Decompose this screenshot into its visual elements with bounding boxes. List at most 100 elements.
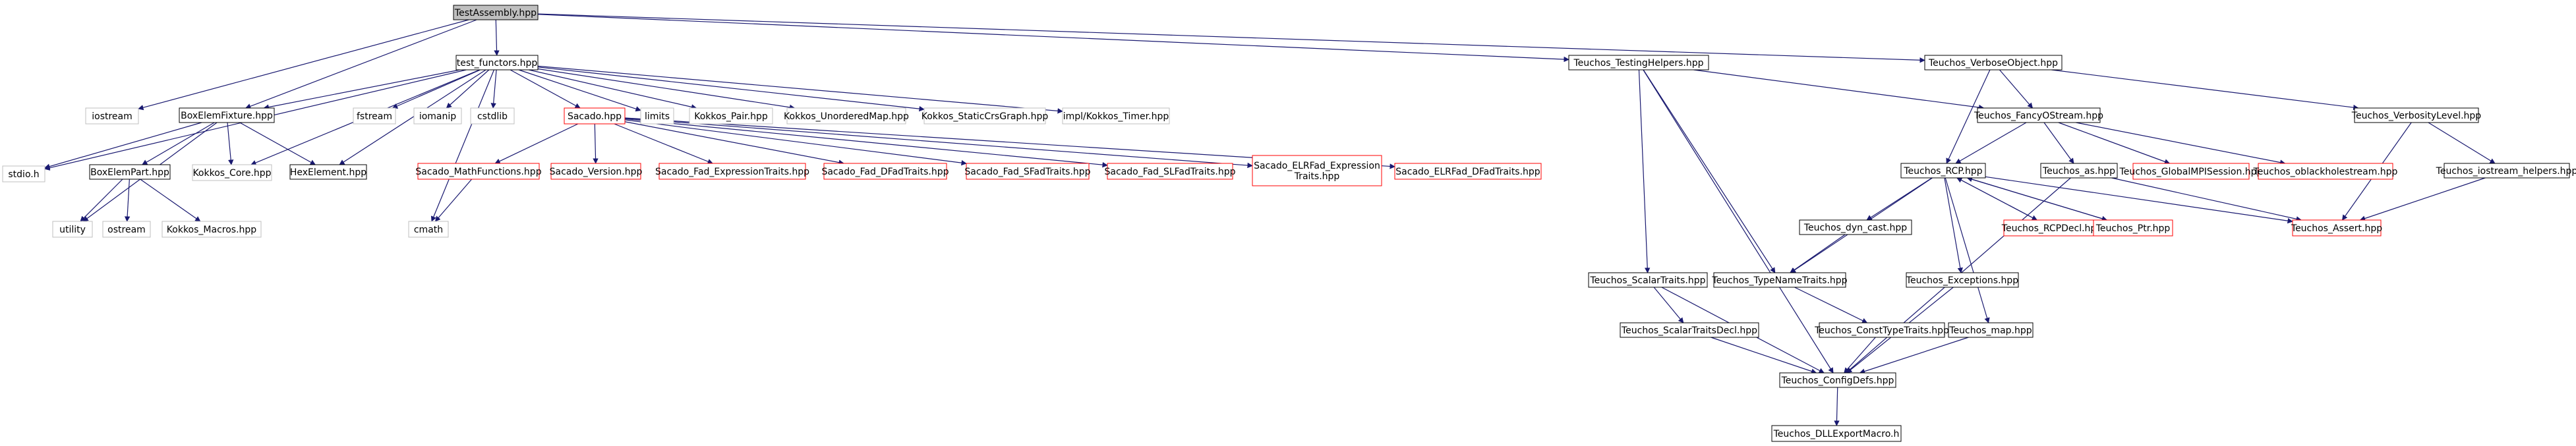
dependency-edge (1834, 387, 1840, 426)
node-n21[interactable]: Sacado_Fad_SLFadTraits.hpp (1105, 163, 1236, 180)
dependency-edge (624, 118, 1108, 168)
node-label: BoxElemFixture.hpp (181, 111, 273, 121)
dependency-edge (1946, 69, 1991, 164)
dependency-edge (124, 179, 131, 222)
node-label: Sacado_Fad_SLFadTraits.hpp (1105, 167, 1236, 177)
node-box (550, 163, 641, 180)
node-n18[interactable]: Sacado_Fad_ExpressionTraits.hpp (655, 163, 809, 180)
node-box (1779, 372, 1896, 388)
node-n41[interactable]: Teuchos_RCPDecl.hpp (2001, 219, 2103, 237)
node-box (1568, 55, 1709, 70)
node-n20[interactable]: Sacado_Fad_SFadTraits.hpp (964, 163, 1091, 180)
node-label: Teuchos_oblackholestream.hpp (2253, 167, 2398, 177)
nodes-layer: TestAssembly.hppiostreamtest_functors.hp… (2, 5, 2576, 442)
node-label: Teuchos_TypeNameTraits.hpp (1711, 275, 1847, 286)
node-n40[interactable]: Teuchos_map.hpp (1948, 322, 2034, 338)
dependency-edge (339, 69, 486, 165)
node-label: Sacado_Fad_DFadTraits.hpp (821, 167, 949, 177)
node-box (470, 107, 515, 125)
node-n49[interactable]: Teuchos_iostream_helpers.hpp (2436, 163, 2576, 179)
node-n38[interactable]: Teuchos_dyn_cast.hpp (1799, 219, 1912, 235)
node-label: Teuchos_VerboseObject.hpp (1928, 58, 2058, 69)
node-label: impl/Kokkos_Timer.hpp (1063, 111, 1169, 122)
node-box (1713, 272, 1846, 288)
node-n46[interactable]: Teuchos_oblackholestream.hpp (2253, 163, 2398, 180)
node-box (102, 221, 151, 238)
node-n32[interactable]: Teuchos_ScalarTraits.hpp (1588, 272, 1708, 288)
node-n16[interactable]: Sacado_MathFunctions.hpp (415, 163, 542, 180)
node-box (52, 221, 93, 238)
node-box (2003, 219, 2101, 237)
node-n15[interactable]: Sacado.hpp (564, 107, 626, 125)
node-label: Kokkos_StaticCrsGraph.hpp (922, 111, 1049, 122)
node-n35[interactable]: Teuchos_ConstTypeTraits.hpp (1814, 322, 1949, 338)
node-n45[interactable]: Teuchos_GlobalMPISession.hpp (2119, 163, 2263, 180)
dependency-edge (392, 69, 481, 109)
node-n48[interactable]: Teuchos_VerbosityLevel.hpp (2351, 107, 2482, 123)
node-label: Teuchos_Assert.hpp (2291, 223, 2382, 234)
node-n10[interactable]: HexElement.hpp (289, 164, 367, 180)
node-n22[interactable]: Sacado_ELRFad_ExpressionTraits.hpp (1252, 155, 1382, 186)
dependency-edge (537, 14, 1569, 63)
node-box (2258, 163, 2393, 180)
node-box (1588, 272, 1708, 288)
node-n5[interactable]: BoxElemPart.hpp (89, 164, 171, 180)
dependency-edge (1794, 287, 1868, 323)
dependency-edge (1999, 69, 2034, 109)
node-n34[interactable]: Teuchos_TypeNameTraits.hpp (1711, 272, 1848, 288)
node-label: cstdlib (477, 111, 508, 122)
node-n11: fstream (353, 107, 396, 125)
node-n42[interactable]: Teuchos_Ptr.hpp (2093, 219, 2173, 237)
node-box (1948, 322, 2034, 338)
node-n44[interactable]: Teuchos_Assert.hpp (2291, 219, 2382, 237)
node-n3[interactable]: BoxElemFixture.hpp (179, 107, 275, 123)
node-label: test_functors.hpp (457, 58, 538, 69)
node-n19[interactable]: Sacado_Fad_DFadTraits.hpp (821, 163, 949, 180)
node-n30[interactable]: Teuchos_ConfigDefs.hpp (1779, 372, 1896, 388)
node-n37[interactable]: Teuchos_RCP.hpp (1900, 163, 1986, 179)
node-label: Sacado_MathFunctions.hpp (415, 167, 541, 177)
node-box (1906, 272, 2019, 288)
node-label: HexElement.hpp (290, 167, 366, 178)
node-n25: Kokkos_Pair.hpp (689, 107, 773, 125)
dependency-edge (2058, 122, 2171, 165)
node-n33[interactable]: Teuchos_ScalarTraitsDecl.hpp (1620, 322, 1759, 338)
dependency-edge (2359, 177, 2486, 221)
node-label: Sacado_Fad_ExpressionTraits.hpp (655, 167, 809, 177)
node-label: Teuchos_FancyOStream.hpp (1974, 111, 2103, 121)
node-n17[interactable]: Sacado_Version.hpp (550, 163, 643, 180)
node-box (417, 163, 540, 180)
dependency-edge (227, 122, 234, 165)
dependency-edge (510, 69, 581, 109)
node-n2[interactable]: test_functors.hpp (455, 55, 539, 70)
node-n0[interactable]: TestAssembly.hpp (453, 5, 539, 20)
node-label: iomanip (419, 111, 456, 122)
node-n23[interactable]: Sacado_ELRFad_DFadTraits.hpp (1394, 163, 1542, 180)
dependency-edge (446, 69, 490, 109)
dependency-edge (1638, 69, 1651, 273)
node-n29[interactable]: Teuchos_TestingHelpers.hpp (1568, 55, 1709, 70)
node-n36[interactable]: Teuchos_FancyOStream.hpp (1974, 107, 2103, 123)
node-n47[interactable]: Teuchos_VerboseObject.hpp (1924, 55, 2063, 70)
node-label: Teuchos_map.hpp (1948, 325, 2032, 336)
node-label: Teuchos_GlobalMPISession.hpp (2119, 167, 2263, 177)
node-label: Teuchos_as.hpp (2042, 166, 2115, 177)
dependency-edge (494, 123, 579, 164)
dependency-edge (1859, 337, 1969, 374)
node-n39[interactable]: Teuchos_Exceptions.hpp (1906, 272, 2019, 288)
dependency-edge (1711, 337, 1817, 374)
node-label: ostream (107, 225, 146, 235)
node-label: Sacado_ELRFad_Expression (1254, 161, 1380, 171)
node-n31[interactable]: Teuchos_DLLExportMacro.h (1771, 425, 1902, 442)
node-box (453, 5, 539, 20)
node-box (689, 107, 773, 125)
dependency-edge (138, 19, 469, 111)
dependency-edge (1790, 234, 1846, 273)
node-label: Teuchos_Exceptions.hpp (1906, 275, 2018, 286)
dependency-edge (537, 65, 1063, 114)
node-n43[interactable]: Teuchos_as.hpp (2040, 163, 2118, 179)
node-label: Sacado_ELRFad_DFadTraits.hpp (1395, 167, 1540, 177)
node-box (966, 163, 1090, 180)
dependency-edge (1985, 176, 2293, 224)
